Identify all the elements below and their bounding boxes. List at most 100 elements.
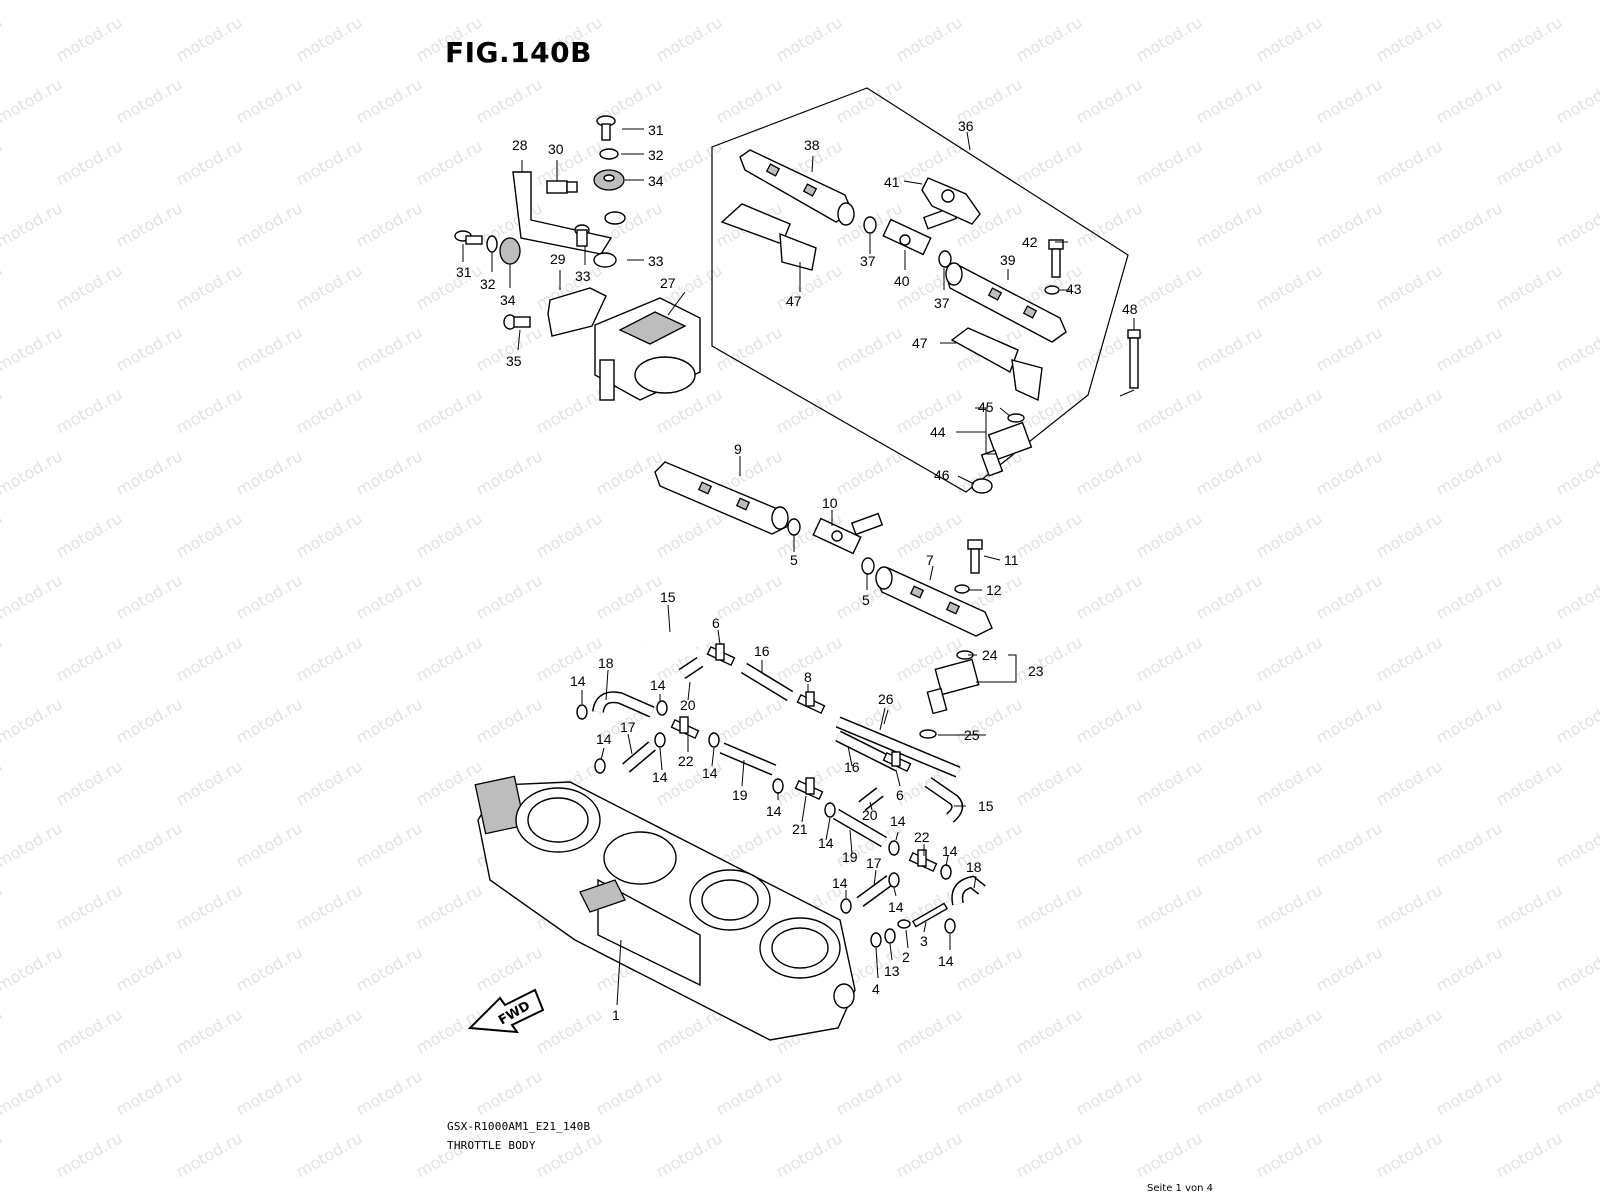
fuel-rail-part-7[interactable] xyxy=(875,566,993,637)
clamp-part-14-g[interactable] xyxy=(824,802,836,818)
callout-14-h[interactable]: 14 xyxy=(890,813,906,829)
callout-28[interactable]: 28 xyxy=(512,137,528,153)
callout-38[interactable]: 38 xyxy=(804,137,820,153)
fuel-joint-part-10[interactable] xyxy=(812,512,884,555)
callout-14-e[interactable]: 14 xyxy=(702,765,718,781)
callout-12[interactable]: 12 xyxy=(986,582,1002,598)
bolt-part-11[interactable] xyxy=(967,539,983,574)
screw-part-31-left[interactable] xyxy=(454,230,483,245)
callout-22-upper[interactable]: 22 xyxy=(678,753,694,769)
callout-26[interactable]: 26 xyxy=(878,691,894,707)
callout-14-f[interactable]: 14 xyxy=(766,803,782,819)
callout-18-lower[interactable]: 18 xyxy=(966,859,982,875)
callout-11[interactable]: 11 xyxy=(1004,552,1019,568)
callout-15-lower[interactable]: 15 xyxy=(978,798,994,814)
fuel-rail-part-9[interactable] xyxy=(654,461,789,535)
callout-22-lower[interactable]: 22 xyxy=(914,829,930,845)
spacer-part-33-mid[interactable] xyxy=(574,224,590,247)
callout-17-lower[interactable]: 17 xyxy=(866,855,882,871)
o-ring-part-25[interactable] xyxy=(919,729,937,739)
callout-31-left[interactable]: 31 xyxy=(456,264,472,280)
fuel-injector-part-44[interactable] xyxy=(971,413,1033,494)
bushing-part-33-top[interactable] xyxy=(604,211,626,225)
adjust-screw-part-3[interactable] xyxy=(911,902,949,928)
washer-part-12[interactable] xyxy=(954,584,970,594)
callout-1[interactable]: 1 xyxy=(612,1007,620,1023)
callout-21[interactable]: 21 xyxy=(792,821,808,837)
callout-46[interactable]: 46 xyxy=(934,467,950,483)
joint-part-22-upper[interactable] xyxy=(670,716,700,740)
fuel-injector-part-23[interactable] xyxy=(926,658,980,715)
callout-47-upper[interactable]: 47 xyxy=(786,293,802,309)
callout-4[interactable]: 4 xyxy=(872,981,880,997)
washer-part-43[interactable] xyxy=(1044,285,1060,295)
callout-42[interactable]: 42 xyxy=(1022,234,1038,250)
callout-20-upper[interactable]: 20 xyxy=(680,697,696,713)
o-ring-part-37-upper[interactable] xyxy=(863,216,877,234)
callout-5-lower[interactable]: 5 xyxy=(862,592,870,608)
bolt-part-48[interactable] xyxy=(1119,329,1141,397)
callout-32-top[interactable]: 32 xyxy=(648,147,664,163)
callout-24[interactable]: 24 xyxy=(982,647,998,663)
clamp-part-14-a[interactable] xyxy=(576,704,588,720)
callout-14-l[interactable]: 14 xyxy=(938,953,954,969)
callout-14-i[interactable]: 14 xyxy=(942,843,958,859)
washer-part-13[interactable] xyxy=(884,928,896,944)
grommet-part-34-left[interactable] xyxy=(499,237,521,265)
callout-18-upper[interactable]: 18 xyxy=(598,655,614,671)
callout-34-top[interactable]: 34 xyxy=(648,173,664,189)
callout-14-b[interactable]: 14 xyxy=(650,677,666,693)
bolt-part-42[interactable] xyxy=(1048,239,1064,278)
callout-33-mid[interactable]: 33 xyxy=(575,268,591,284)
callout-14-g[interactable]: 14 xyxy=(818,835,834,851)
clamp-part-14-e[interactable] xyxy=(708,732,720,748)
o-ring-part-5-lower[interactable] xyxy=(861,557,875,575)
clamp-part-14-h[interactable] xyxy=(888,840,900,856)
callout-6-upper[interactable]: 6 xyxy=(712,615,720,631)
callout-23[interactable]: 23 xyxy=(1028,663,1044,679)
callout-15-upper[interactable]: 15 xyxy=(660,589,676,605)
callout-30[interactable]: 30 xyxy=(548,141,564,157)
callout-27[interactable]: 27 xyxy=(660,275,676,291)
callout-44[interactable]: 44 xyxy=(930,424,946,440)
callout-14-d[interactable]: 14 xyxy=(652,769,668,785)
callout-37-right[interactable]: 37 xyxy=(934,295,950,311)
joint-part-21[interactable] xyxy=(794,777,824,801)
joint-part-6-upper[interactable] xyxy=(706,643,736,667)
callout-34-left[interactable]: 34 xyxy=(500,292,516,308)
throttle-body-part-1[interactable] xyxy=(474,775,856,1041)
clamp-part-14-l[interactable] xyxy=(944,918,956,934)
callout-33-right[interactable]: 33 xyxy=(648,253,664,269)
callout-29[interactable]: 29 xyxy=(550,251,566,267)
callout-43[interactable]: 43 xyxy=(1066,281,1082,297)
clamp-part-14-c[interactable] xyxy=(594,758,606,774)
callout-39[interactable]: 39 xyxy=(1000,252,1016,268)
spring-part-2[interactable] xyxy=(897,919,911,929)
callout-32-left[interactable]: 32 xyxy=(480,276,496,292)
washer-part-32-left[interactable] xyxy=(486,235,498,253)
fuel-rail-part-38[interactable] xyxy=(739,149,855,226)
joint-part-22-lower[interactable] xyxy=(908,849,938,873)
clamp-part-14-j[interactable] xyxy=(840,898,852,914)
clamp-part-14-f[interactable] xyxy=(772,778,784,794)
joint-part-6-lower[interactable] xyxy=(882,751,912,773)
callout-17-upper[interactable]: 17 xyxy=(620,719,636,735)
callout-25[interactable]: 25 xyxy=(964,727,980,743)
callout-20-lower[interactable]: 20 xyxy=(862,807,878,823)
callout-45[interactable]: 45 xyxy=(978,399,994,415)
callout-6-lower[interactable]: 6 xyxy=(896,787,904,803)
bracket-part-29[interactable] xyxy=(547,287,607,337)
injector-cushion-part-47-upper[interactable] xyxy=(720,203,817,271)
callout-31-top[interactable]: 31 xyxy=(648,122,664,138)
joint-part-8[interactable] xyxy=(796,691,826,715)
screw-part-31-top[interactable] xyxy=(596,115,616,141)
callout-47-lower[interactable]: 47 xyxy=(912,335,928,351)
bolt-part-35[interactable] xyxy=(503,314,531,330)
throttle-position-sensor-part-27[interactable] xyxy=(594,297,701,401)
callout-14-j[interactable]: 14 xyxy=(832,875,848,891)
callout-14-a[interactable]: 14 xyxy=(570,673,586,689)
callout-41[interactable]: 41 xyxy=(884,174,900,190)
o-ring-part-4[interactable] xyxy=(870,932,882,948)
callout-10[interactable]: 10 xyxy=(822,495,838,511)
callout-7[interactable]: 7 xyxy=(926,552,934,568)
